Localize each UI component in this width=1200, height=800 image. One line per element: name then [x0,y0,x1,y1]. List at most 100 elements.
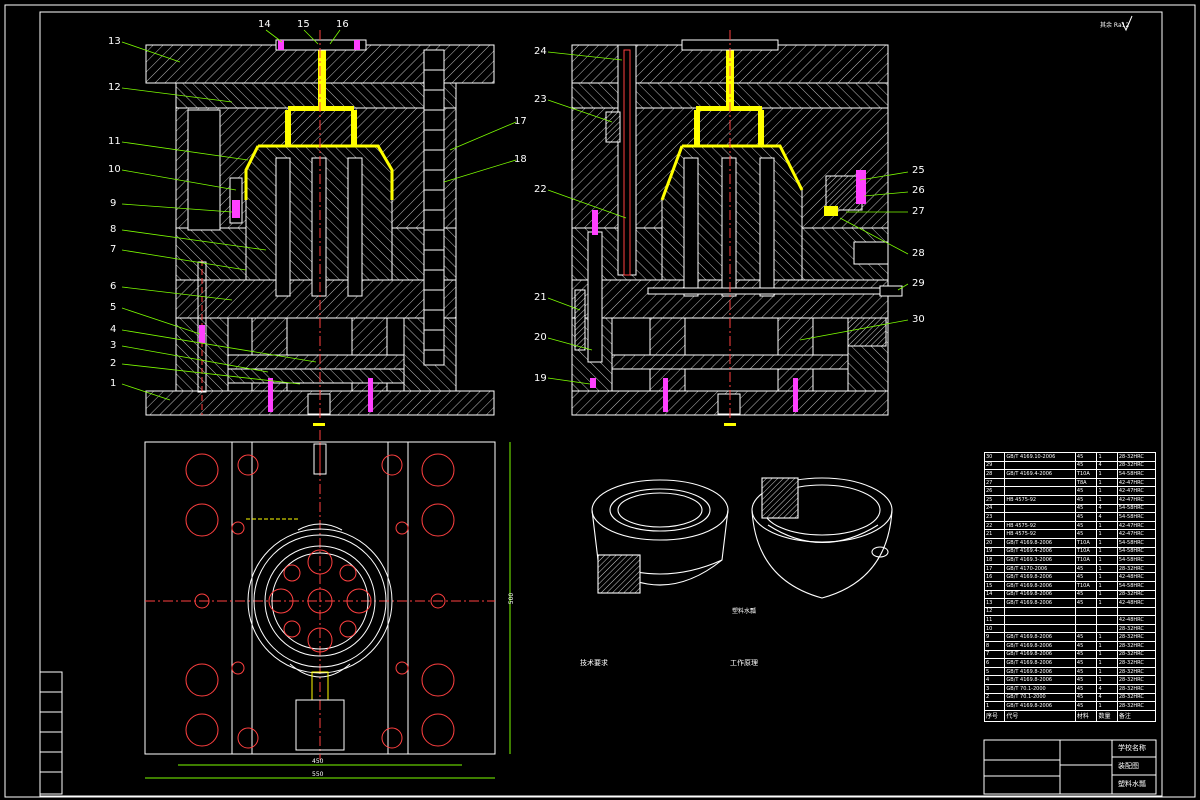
bom-cell-note: 42-47HRC [1116,494,1157,505]
bom-cell-no: 28 [983,469,1006,479]
surface-finish-note: 其余 Ra12 [1100,22,1130,29]
bom-cell-mat: 45 [1074,520,1098,531]
bom-cell-std [1004,606,1076,617]
part-label-28: 28 [912,248,925,259]
bom-cell-std [1004,486,1076,496]
part-label-5: 5 [110,302,117,313]
bom-cell-no: 11 [983,615,1006,625]
product-label: 塑料水瓢 [732,608,757,615]
bom-cell-mat: T10A [1074,580,1098,591]
bom-cell-mat [1074,606,1098,617]
part-label-18: 18 [514,154,527,165]
outer-frame [4,4,1196,798]
part-label-8: 8 [110,224,117,235]
part-label-12: 12 [108,82,121,93]
bom-cell-no: 23 [983,512,1006,522]
bom-cell-no: 16 [983,572,1006,582]
bom-cell-note: 28-32HRC [1116,641,1157,651]
part-label-1: 1 [110,378,117,389]
bom-cell-no: 27 [983,477,1006,488]
bom-cell-mat: 45 [1074,641,1098,651]
bom-cell-mat: 45 [1074,503,1098,514]
bom-cell-note: 54-58HRC [1116,512,1157,522]
part-label-15: 15 [297,19,310,30]
bom-cell-qty [1096,606,1118,617]
bom-cell-std: GB/T 4169.8-2006 [1004,675,1076,686]
dim-width-outer: 550 [312,771,324,778]
part-label-7: 7 [110,244,117,255]
bom-cell-note: 42-48HRC [1116,572,1157,582]
bom-cell-qty: 1 [1096,546,1118,557]
bom-cell-mat [1074,623,1098,634]
part-label-30: 30 [912,314,925,325]
bom-cell-note: 28-32HRC [1116,632,1157,643]
bom-cell-mat: 45 [1074,494,1098,505]
bom-cell-std [1004,503,1076,514]
bom-cell-note: 54-58HRC [1116,469,1157,479]
bom-cell-qty: 1 [1096,658,1118,668]
bom-cell-note: 54-58HRC [1116,503,1157,514]
bom-cell-note: 28-32HRC [1116,460,1157,471]
bom-cell-no: 29 [983,460,1006,471]
part-label-11: 11 [108,136,121,147]
bom-cell-note: 54-58HRC [1116,580,1157,591]
bom-cell-no: 1 [983,701,1006,711]
bom-cell-note: 42-47HRC [1116,529,1157,539]
bom-cell-qty: 1 [1096,477,1118,488]
bom-cell-mat: 45 [1074,701,1098,711]
bom-cell-qty: 1 [1096,598,1118,608]
bom-cell-qty: 1 [1096,632,1118,643]
bom-header-row: 序号代号材料数量备注 [983,709,1157,722]
section-view-left [145,30,495,426]
bom-cell-mat: 45 [1074,452,1098,462]
bom-cell-no: 13 [983,598,1006,608]
title-drawing: 装配图 [1118,762,1139,770]
bom-cell-std: HB 4575-92 [1004,494,1076,505]
bom-header-cell: 序号 [983,709,1006,722]
inner-frame [39,11,1163,797]
bom-cell-std: GB/T 4169.8-2006 [1004,649,1076,660]
bom-cell-note: 28-32HRC [1116,649,1157,660]
bom-cell-no: 9 [983,632,1006,643]
bom-cell-qty: 1 [1096,701,1118,711]
bom-cell-qty: 1 [1096,537,1118,548]
plan-view [144,430,511,779]
bom-cell-no: 17 [983,563,1006,574]
title-school: 学校名称 [1118,744,1146,752]
part-label-10: 10 [108,164,121,175]
left-revision-strip [39,671,63,795]
part-isometric-1 [591,479,729,594]
bom-cell-note: 42-48HRC [1116,598,1157,608]
bom-cell-note: 28-32HRC [1116,452,1157,462]
bom-cell-std: GB/T 4169.8-2006 [1004,632,1076,643]
part-label-25: 25 [912,165,925,176]
section-view-right [571,30,903,426]
leaders-right [547,51,909,385]
bom-cell-std: GB/T 4169.8-2006 [1004,537,1076,548]
bom-cell-no: 4 [983,675,1006,686]
bom-cell-no: 20 [983,537,1006,548]
part-label-2: 2 [110,358,117,369]
bom-header-cell: 数量 [1096,709,1118,722]
bom-cell-note: 42-47HRC [1116,486,1157,496]
bom-cell-std [1004,623,1076,634]
bom-header-cell: 代号 [1004,709,1076,722]
bom-cell-qty: 4 [1096,692,1118,703]
bom-cell-qty: 1 [1096,469,1118,479]
bom-cell-qty: 4 [1096,460,1118,471]
dim-width-inner: 450 [312,758,324,765]
